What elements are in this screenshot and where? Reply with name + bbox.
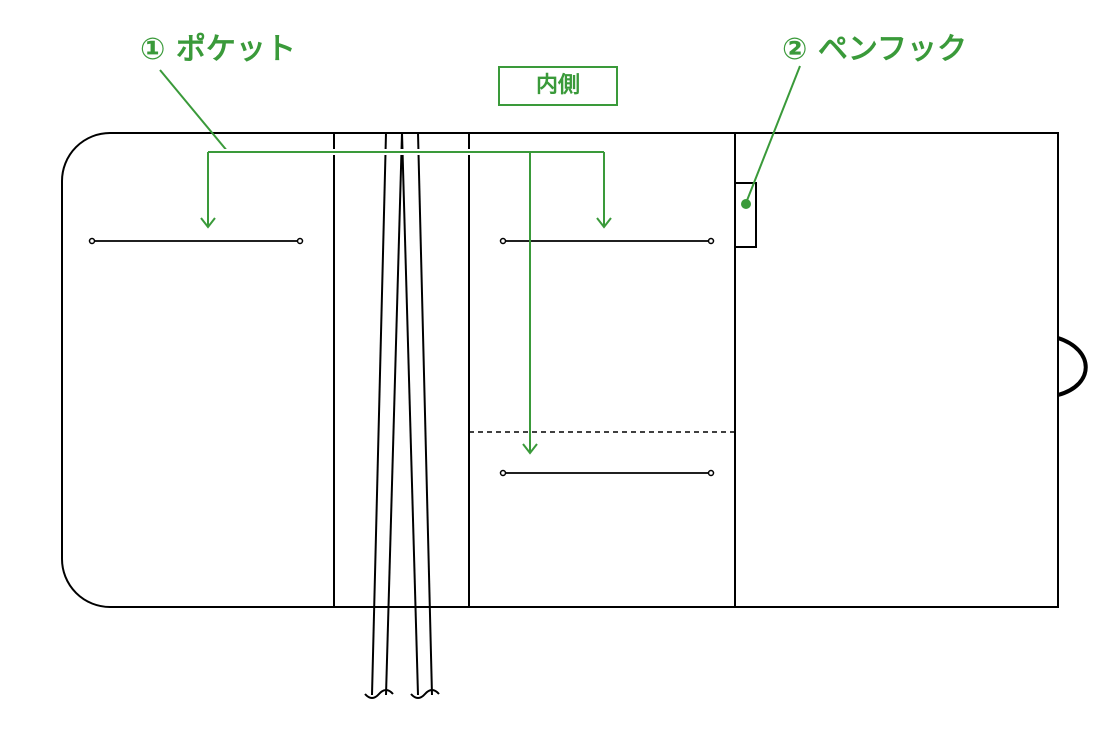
pocket-slit	[92, 240, 711, 474]
callout-number: ②	[782, 32, 808, 67]
callout-label: ペンフック	[817, 32, 967, 67]
bookmark-ribbon-left	[364, 132, 403, 699]
cover-outline	[61, 132, 1059, 608]
pen-hook-callout: ② ペンフック	[782, 24, 967, 68]
callout-number: ①	[140, 32, 166, 67]
pocket-callout-lines	[159, 65, 801, 455]
callout-label: ポケット	[175, 32, 296, 67]
pen-hook-marker	[741, 199, 751, 209]
pen-hook	[734, 182, 757, 248]
elastic-band	[1057, 336, 1088, 397]
pen-hook-callout-line	[745, 65, 801, 204]
inside-badge: 内側	[498, 66, 618, 106]
pocket-callout: ① ポケット	[140, 24, 296, 68]
bookmark-ribbon-right	[401, 132, 440, 699]
